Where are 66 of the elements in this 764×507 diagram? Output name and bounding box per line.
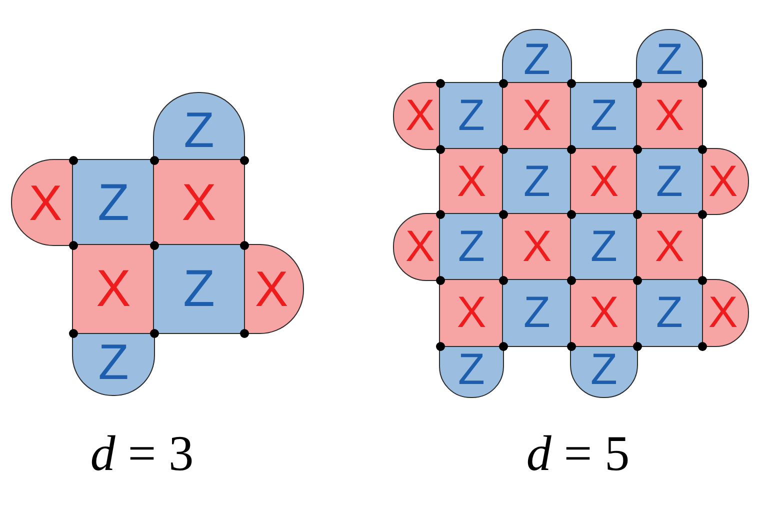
plaquette-letter: Z [590,225,618,269]
plaquette-letter: X [28,178,62,228]
square-plaquette [153,159,245,246]
square-plaquette [636,279,703,347]
square-plaquette [636,148,703,215]
plaquette-letter: X [405,225,435,269]
half-round-plaquette [11,159,74,246]
square-plaquette [502,82,572,150]
half-round-plaquette [72,332,155,396]
plaquette-letter: Z [183,263,215,315]
distance-label: d = 5 [525,428,631,478]
half-round-plaquette [502,29,572,84]
plaquette-letter: Z [184,104,214,154]
plaquette-letter: Z [524,38,550,82]
square-plaquette [570,279,638,347]
square-plaquette [439,279,504,347]
half-round-plaquette [393,82,441,150]
square-plaquette [72,244,155,334]
plaquette-letter: Z [656,38,683,82]
plaquette-letter: Z [590,94,618,138]
plaquette-letter: X [708,160,738,204]
plaquette-letter: X [522,94,552,138]
plaquette-letter: Z [98,337,129,387]
plaquette-letter: X [589,160,619,204]
plaquette-letter: Z [458,225,485,269]
half-round-plaquette [636,29,703,84]
plaquette-letter: X [456,291,486,335]
plaquette-letter: X [96,263,131,315]
half-round-plaquette [701,148,749,215]
square-plaquette [439,82,504,150]
plaquette-letter: Z [590,348,618,392]
plaquette-letter: Z [458,94,485,138]
square-plaquette [570,82,638,150]
plaquette-letter: Z [656,160,683,204]
distance-label: d = 3 [89,428,195,478]
plaquette-letter: Z [458,348,485,392]
half-round-plaquette [243,244,304,334]
plaquette-letter: Z [656,291,683,335]
half-round-plaquette [393,213,441,281]
half-round-plaquette [153,92,245,161]
plaquette-letter: X [589,291,619,335]
square-plaquette [502,148,572,215]
square-plaquette [570,213,638,281]
square-plaquette [502,279,572,347]
square-plaquette [636,82,703,150]
half-round-plaquette [701,279,749,347]
plaquette-letter: X [654,225,684,269]
plaquette-letter: X [405,94,435,138]
square-plaquette [72,159,155,246]
plaquette-letter: X [654,94,684,138]
plaquette-letter: X [254,264,288,314]
plaquette-letter: X [182,176,216,228]
square-plaquette [502,213,572,281]
plaquette-letter: X [522,225,552,269]
plaquette-letter: X [456,160,486,204]
half-round-plaquette [439,345,504,398]
square-plaquette [439,148,504,215]
square-plaquette [570,148,638,215]
plaquette-letter: Z [524,291,550,335]
plaquette-letter: X [708,291,738,335]
square-plaquette [153,244,245,334]
square-plaquette [636,213,703,281]
square-plaquette [439,213,504,281]
half-round-plaquette [570,345,638,398]
plaquette-letter: Z [98,176,130,228]
plaquette-letter: Z [524,160,550,204]
